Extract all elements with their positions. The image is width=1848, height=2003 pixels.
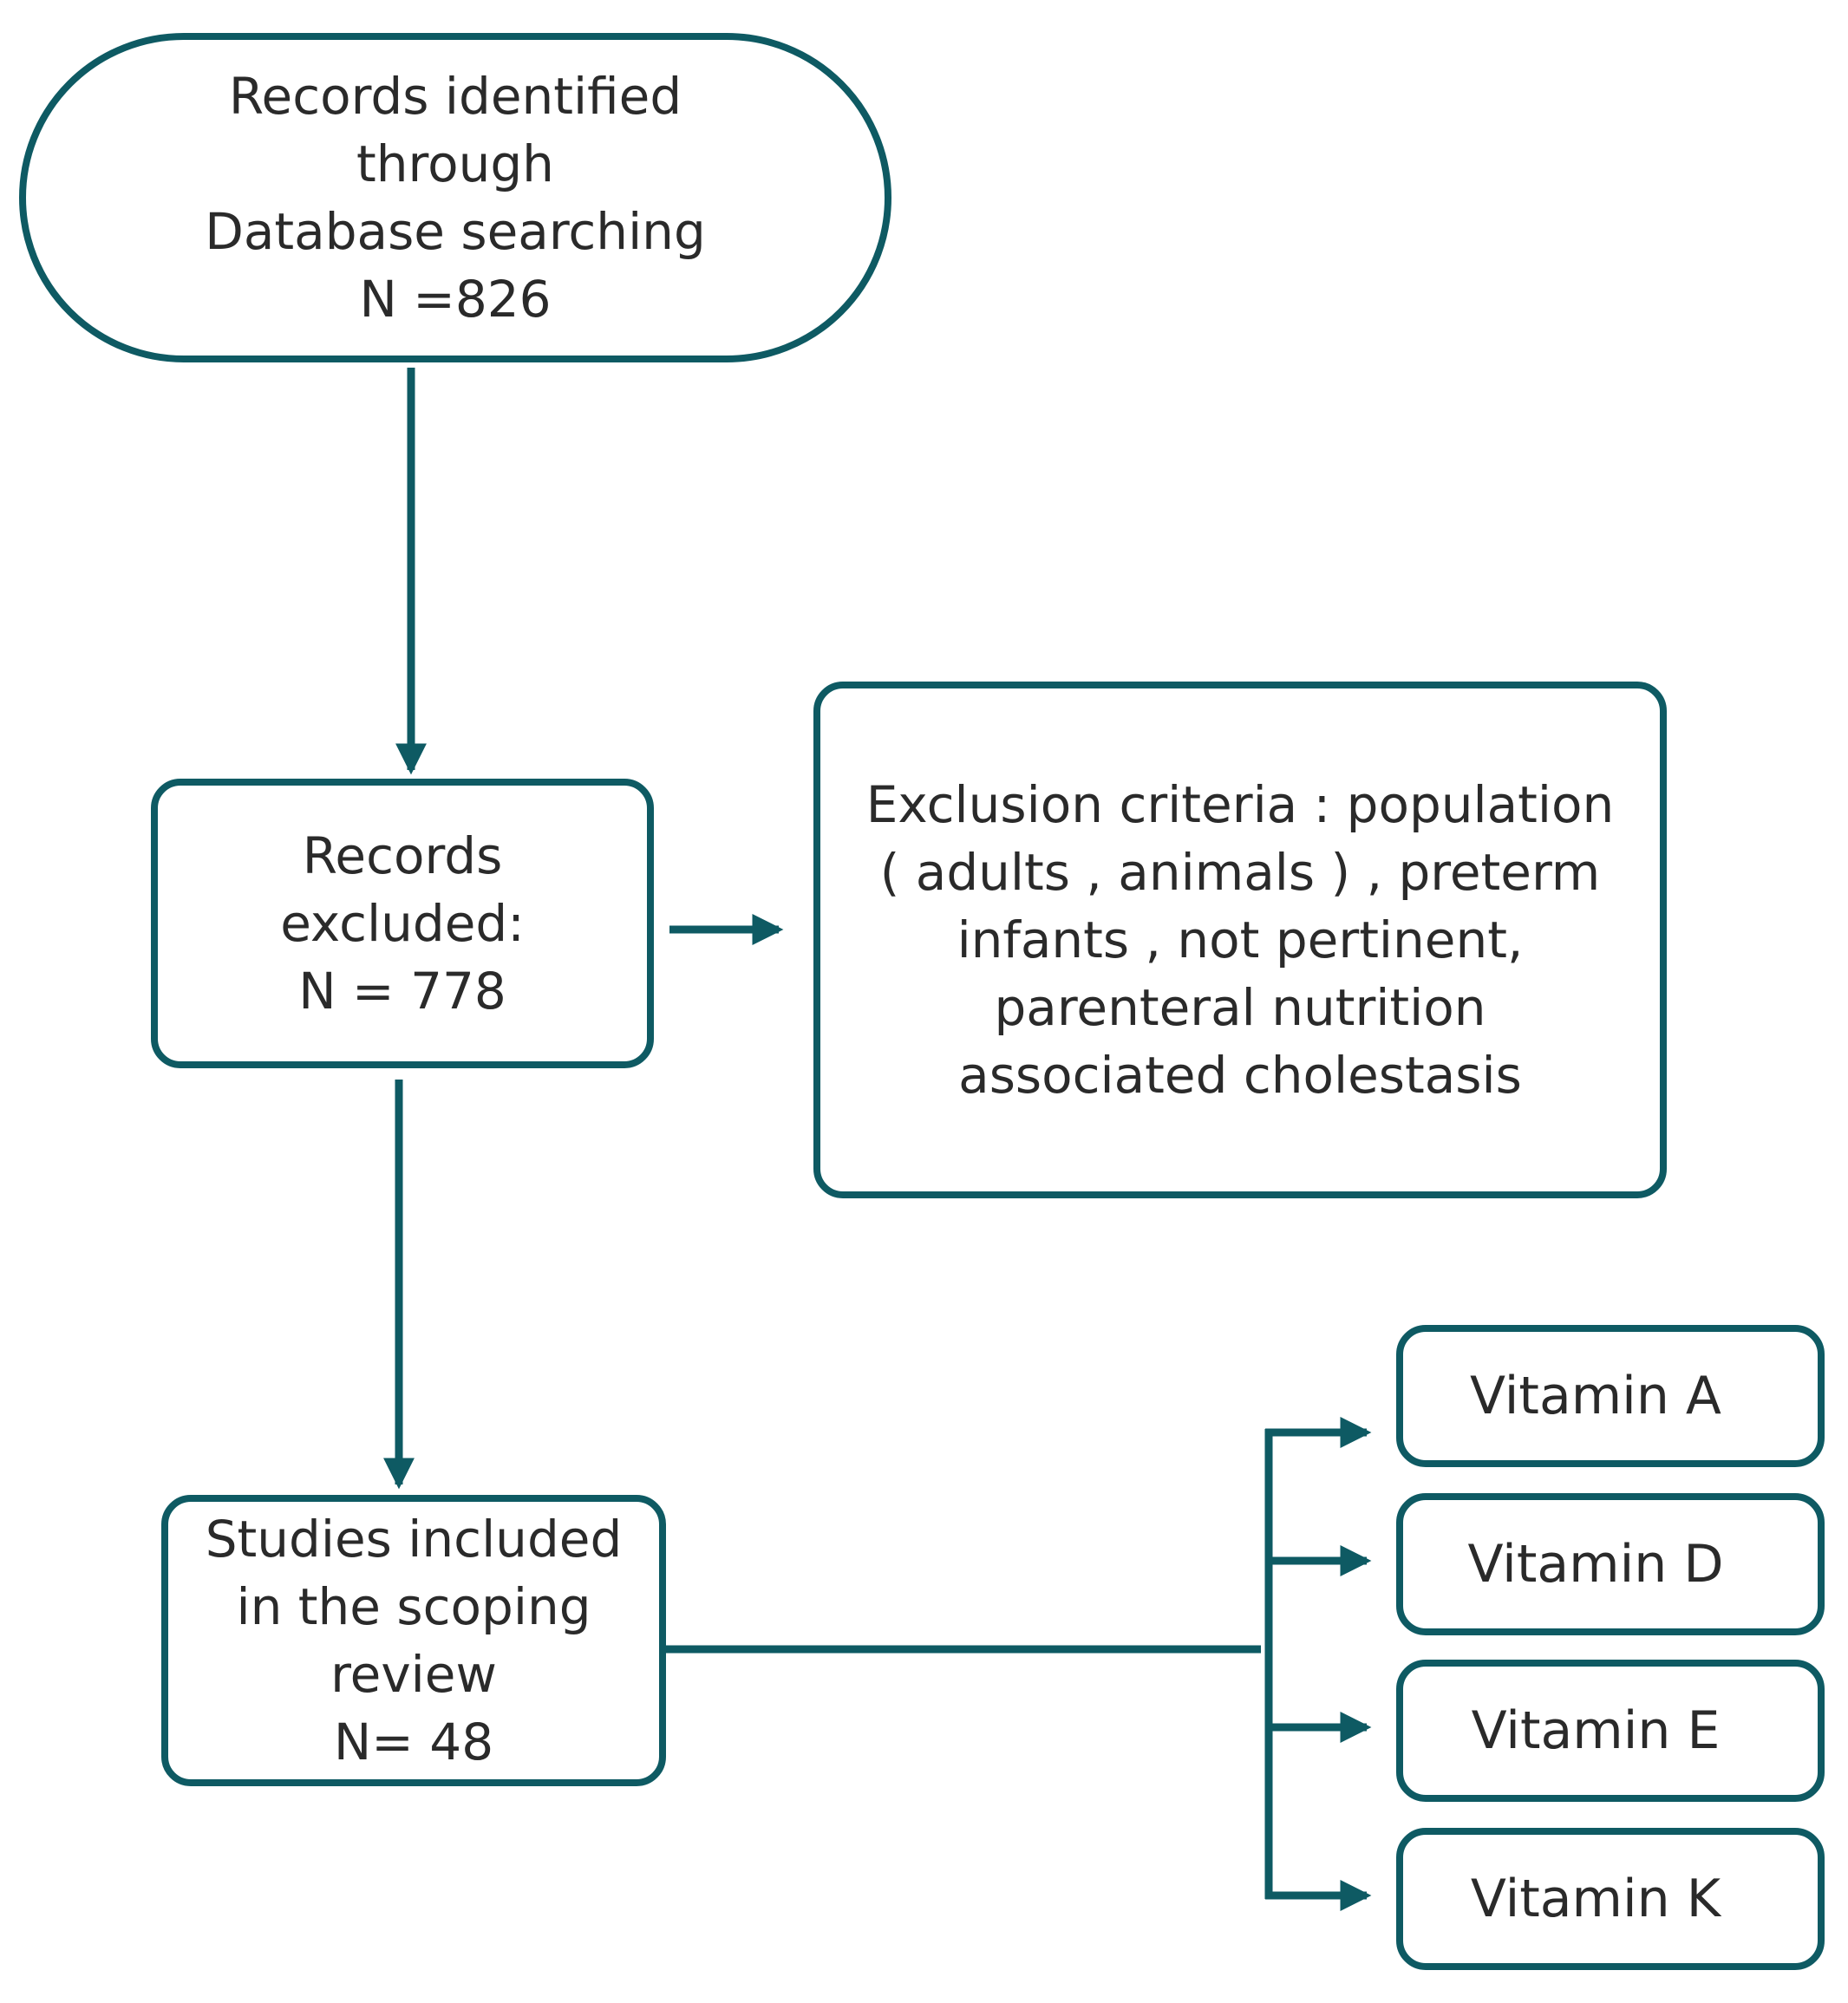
vitamin-e-label: Vitamin E (1471, 1700, 1721, 1761)
exclusion-criteria-node: Exclusion criteria : population ( adults… (813, 682, 1667, 1198)
vitamin-d-label: Vitamin D (1467, 1534, 1724, 1595)
exclusion-criteria-line-3: infants , not pertinent, (957, 910, 1524, 969)
vitamin-a-node: Vitamin A (1396, 1325, 1825, 1467)
records-identified-node: Records identified through Database sear… (19, 33, 891, 362)
studies-included-line-2: in the scoping (236, 1577, 591, 1636)
exclusion-criteria-line-1: Exclusion criteria : population (865, 775, 1615, 834)
vitamin-e-node: Vitamin E (1396, 1660, 1825, 1802)
vitamin-k-node: Vitamin K (1396, 1828, 1825, 1970)
records-excluded-line-2: excluded: (280, 894, 525, 953)
records-excluded-node: Records excluded: N = 778 (151, 779, 654, 1068)
records-identified-line-2: through (356, 134, 554, 193)
exclusion-criteria-line-2: ( adults , animals ) , preterm (879, 843, 1601, 902)
records-excluded-line-1: Records (302, 826, 503, 885)
studies-included-line-1: Studies included (205, 1510, 623, 1569)
exclusion-criteria-line-4: parenteral nutrition (994, 978, 1486, 1037)
studies-included-node: Studies included in the scoping review N… (161, 1495, 666, 1786)
records-excluded-count: N = 778 (298, 962, 506, 1021)
records-identified-count: N =826 (359, 270, 552, 329)
vitamin-k-label: Vitamin K (1470, 1869, 1721, 1929)
vitamin-a-label: Vitamin A (1470, 1366, 1721, 1426)
studies-included-line-3: review (330, 1645, 497, 1704)
vitamin-d-node: Vitamin D (1396, 1493, 1825, 1635)
exclusion-criteria-line-5: associated cholestasis (958, 1046, 1522, 1105)
records-identified-line-3: Database searching (205, 202, 706, 261)
studies-included-count: N= 48 (333, 1713, 494, 1771)
records-identified-line-1: Records identified (228, 67, 682, 126)
